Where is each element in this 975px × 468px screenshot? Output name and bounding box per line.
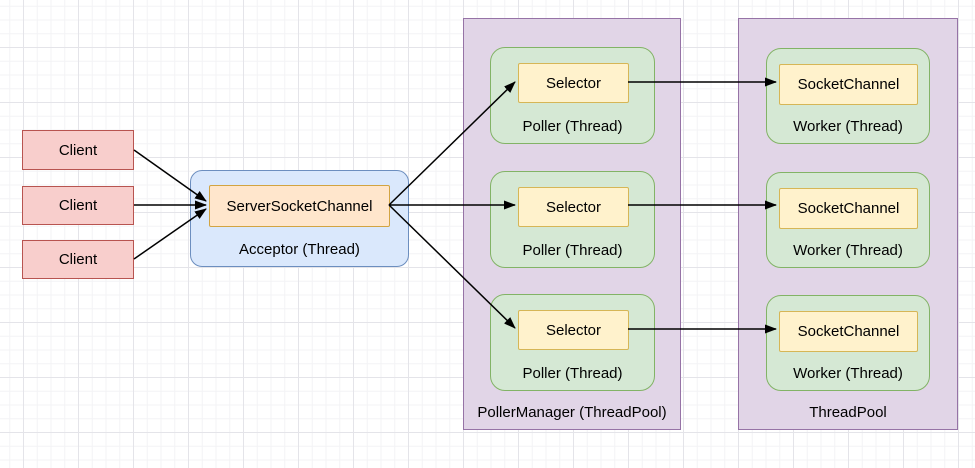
poller-thread-label: Poller (Thread)	[522, 242, 623, 259]
socket-channel-label: SocketChannel	[797, 76, 900, 93]
client-node-3: Client	[22, 240, 134, 279]
poller-manager-container: Selector Poller (Thread) Selector Poller…	[463, 18, 681, 430]
poller-thread-1: Selector Poller (Thread)	[490, 47, 655, 144]
selector-label: Selector	[545, 198, 602, 216]
acceptor-thread-label: Acceptor (Thread)	[239, 241, 360, 258]
socket-channel-node-1: SocketChannel	[779, 64, 918, 105]
poller-thread-label: Poller (Thread)	[522, 118, 623, 135]
selector-node-3: Selector	[518, 310, 629, 350]
selector-node-1: Selector	[518, 63, 629, 103]
client-node-1: Client	[22, 130, 134, 170]
client-label: Client	[58, 141, 98, 159]
worker-thread-label: Worker (Thread)	[793, 242, 903, 259]
selector-label: Selector	[545, 321, 602, 339]
worker-thread-label: Worker (Thread)	[793, 118, 903, 135]
selector-label: Selector	[545, 74, 602, 92]
socket-channel-node-3: SocketChannel	[779, 311, 918, 352]
acceptor-thread-group: ServerSocketChannel Acceptor (Thread)	[190, 170, 409, 267]
worker-thread-3: SocketChannel Worker (Thread)	[766, 295, 930, 391]
server-socket-channel-label: ServerSocketChannel	[226, 197, 373, 215]
server-socket-channel-node: ServerSocketChannel	[209, 185, 390, 227]
thread-pool-label: ThreadPool	[809, 404, 887, 421]
client-label: Client	[58, 197, 98, 214]
poller-thread-label: Poller (Thread)	[522, 365, 623, 382]
worker-thread-1: SocketChannel Worker (Thread)	[766, 48, 930, 144]
thread-pool-container: SocketChannel Worker (Thread) SocketChan…	[738, 18, 958, 430]
poller-manager-label: PollerManager (ThreadPool)	[477, 404, 667, 421]
socket-channel-label: SocketChannel	[797, 323, 900, 340]
socket-channel-label: SocketChannel	[797, 200, 900, 217]
client-node-2: Client	[22, 186, 134, 225]
selector-node-2: Selector	[518, 187, 629, 227]
socket-channel-node-2: SocketChannel	[779, 188, 918, 229]
worker-thread-2: SocketChannel Worker (Thread)	[766, 172, 930, 268]
poller-thread-3: Selector Poller (Thread)	[490, 294, 655, 391]
client-label: Client	[58, 251, 98, 268]
poller-thread-2: Selector Poller (Thread)	[490, 171, 655, 268]
worker-thread-label: Worker (Thread)	[793, 365, 903, 382]
